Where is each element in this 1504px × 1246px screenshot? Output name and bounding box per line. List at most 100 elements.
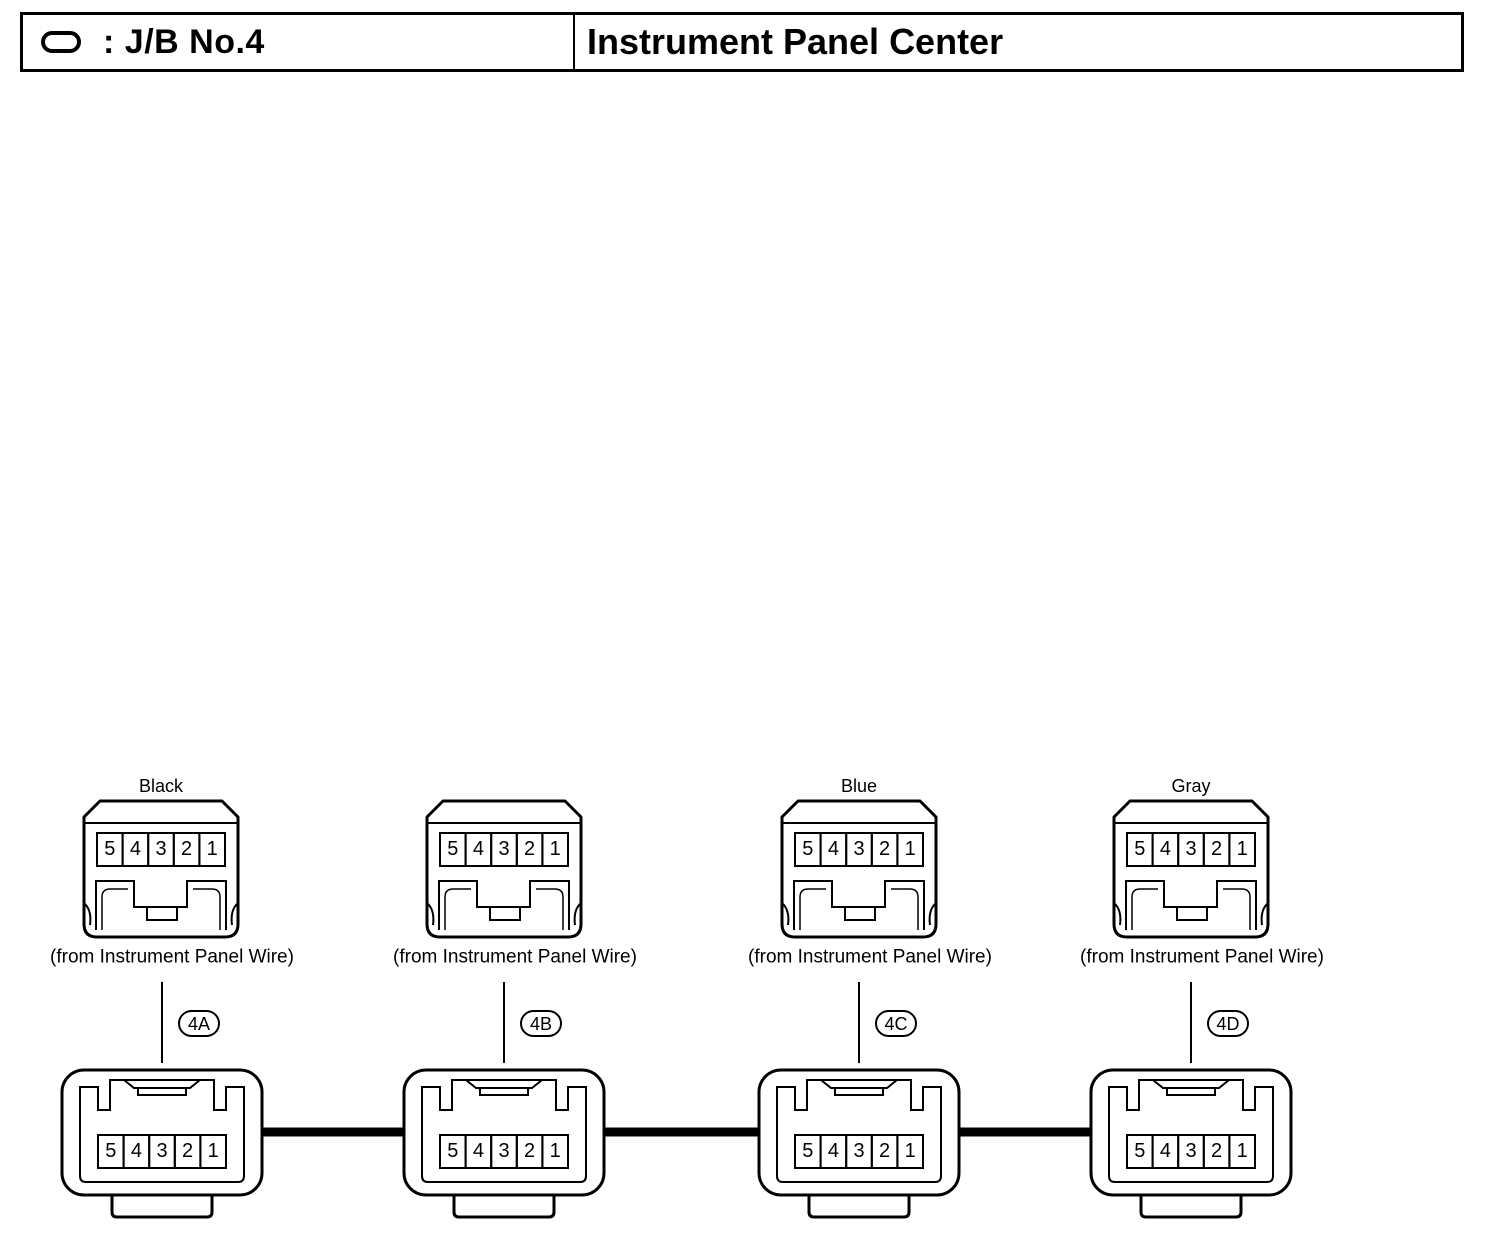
- bottom-pin-cell: [896, 1134, 925, 1169]
- top-pin-number: 4: [473, 838, 484, 860]
- connector-code-label: 4A: [188, 1014, 210, 1034]
- inner-cavity-left: [444, 888, 471, 930]
- top-connector-housing: [425, 799, 583, 939]
- latch-notch-left: [426, 902, 435, 926]
- top-pin-number: 3: [155, 838, 166, 860]
- top-pin-number: 1: [550, 838, 561, 860]
- connector-source-label: (from Instrument Panel Wire): [50, 947, 294, 968]
- bottom-pin-cell: [541, 1134, 570, 1169]
- locking-lug: [146, 906, 178, 921]
- bottom-pin-number: 4: [473, 1140, 484, 1162]
- connector-code-label: 4B: [530, 1014, 552, 1034]
- header-left-cell: : J/B No.4: [23, 15, 575, 69]
- top-pin-number: 3: [853, 838, 864, 860]
- bottom-pin-number: 3: [1185, 1140, 1196, 1162]
- top-pin-number: 5: [1134, 838, 1145, 860]
- jb-connector-tab: [452, 1195, 556, 1219]
- top-pin-number: 5: [447, 838, 458, 860]
- connector-code-badge: [520, 1010, 562, 1037]
- top-pin-cell: [896, 832, 925, 867]
- bottom-pin-number: 1: [550, 1140, 561, 1162]
- jb-connector-tab: [110, 1195, 214, 1219]
- inner-cavity-right: [1223, 888, 1251, 930]
- latch-notch-left: [1113, 902, 1122, 926]
- jb-key-bar: [834, 1087, 884, 1096]
- top-pin-number: 2: [879, 838, 890, 860]
- jb-key-bar: [479, 1087, 529, 1096]
- jb-connector-tab: [807, 1195, 911, 1219]
- jb-inner-frame: [421, 1079, 587, 1183]
- bottom-pin-number: 2: [182, 1140, 193, 1162]
- jb-key-bar: [137, 1087, 187, 1096]
- connector-source-label: (from Instrument Panel Wire): [1080, 947, 1324, 968]
- bottom-pin-number: 5: [447, 1140, 458, 1162]
- top-connector-housing: [1112, 799, 1270, 939]
- connector-code-label: 4C: [884, 1014, 907, 1034]
- jb-connector-housing: [402, 1068, 606, 1197]
- connector-code-badge: [178, 1010, 220, 1037]
- top-pin-cell: [541, 832, 570, 867]
- bottom-pin-cell: [199, 1134, 227, 1169]
- latch-notch-right: [573, 902, 582, 926]
- bottom-pin-number: 5: [105, 1140, 116, 1162]
- top-pin-number: 5: [802, 838, 813, 860]
- header-bar: : J/B No.4 Instrument Panel Center: [20, 12, 1464, 72]
- bottom-pin-number: 3: [853, 1140, 864, 1162]
- jb-connector-housing: [1089, 1068, 1293, 1197]
- top-pin-number: 2: [1211, 838, 1222, 860]
- bottom-pin-number: 1: [1237, 1140, 1248, 1162]
- locking-lug: [844, 906, 876, 921]
- latch-notch-right: [230, 902, 239, 926]
- top-connector-housing: [82, 799, 240, 939]
- connector-color-label: Gray: [1171, 776, 1210, 796]
- bottom-pin-number: 5: [1134, 1140, 1145, 1162]
- jb-connector-tab: [1139, 1195, 1243, 1219]
- top-pin-number: 4: [1160, 838, 1171, 860]
- junction-block-title: : J/B No.4: [103, 23, 265, 62]
- connector-code-label: 4D: [1216, 1014, 1239, 1034]
- bottom-pin-number: 1: [905, 1140, 916, 1162]
- location-title: Instrument Panel Center: [587, 21, 1004, 62]
- jb-inner-frame: [776, 1079, 942, 1183]
- inner-cavity-left: [1131, 888, 1158, 930]
- jb-connector-housing: [757, 1068, 961, 1197]
- top-pin-number: 1: [905, 838, 916, 860]
- bottom-pin-number: 3: [498, 1140, 509, 1162]
- jb-connector-housing: [60, 1068, 264, 1197]
- connector-color-label: Blue: [841, 776, 877, 796]
- top-pin-number: 4: [828, 838, 839, 860]
- top-pin-number: 5: [104, 838, 115, 860]
- bottom-pin-number: 4: [1160, 1140, 1171, 1162]
- inner-cavity-right: [536, 888, 564, 930]
- bottom-pin-number: 4: [828, 1140, 839, 1162]
- inner-cavity-left: [101, 888, 128, 930]
- connector-source-label: (from Instrument Panel Wire): [748, 947, 992, 968]
- bottom-pin-number: 4: [131, 1140, 142, 1162]
- jb-key-bar: [1166, 1087, 1216, 1096]
- latch-notch-right: [1260, 902, 1269, 926]
- top-pin-cell: [1228, 832, 1257, 867]
- bottom-pin-cell: [1228, 1134, 1257, 1169]
- connector-source-label: (from Instrument Panel Wire): [393, 947, 637, 968]
- top-pin-number: 2: [524, 838, 535, 860]
- connector-code-badge: [875, 1010, 917, 1037]
- title-text: J/B No.4: [124, 22, 265, 61]
- inner-cavity-right: [891, 888, 919, 930]
- bottom-pin-number: 1: [208, 1140, 219, 1162]
- locking-lug: [1176, 906, 1208, 921]
- oval-symbol-icon: [41, 31, 81, 53]
- title-prefix: :: [103, 22, 115, 61]
- top-pin-cell: [198, 832, 226, 867]
- connector-color-label: Black: [139, 776, 184, 796]
- bottom-pin-number: 2: [1211, 1140, 1222, 1162]
- top-pin-number: 3: [1185, 838, 1196, 860]
- top-pin-number: 4: [130, 838, 141, 860]
- inner-cavity-right: [193, 888, 221, 930]
- bottom-pin-number: 3: [156, 1140, 167, 1162]
- top-pin-number: 2: [181, 838, 192, 860]
